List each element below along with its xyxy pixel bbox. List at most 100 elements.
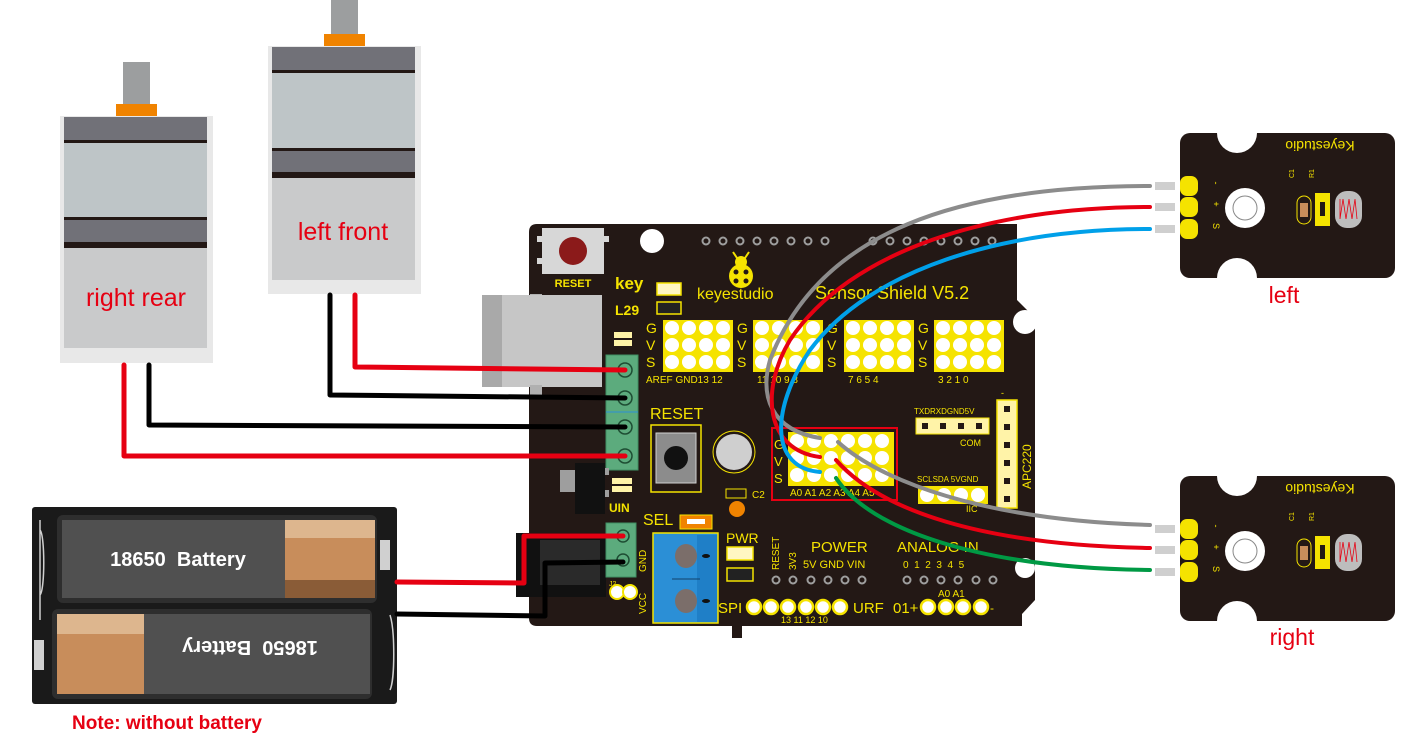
power-terminal-block[interactable]	[605, 522, 637, 578]
gvs-row-label: S	[918, 354, 927, 370]
sensor-pin	[1180, 176, 1198, 196]
header-pin	[789, 338, 803, 352]
wire-red-left-front	[352, 292, 628, 373]
battery-note: Note: without battery	[72, 713, 262, 734]
header-pin	[716, 321, 730, 335]
header-pin	[970, 338, 984, 352]
reset-small-label: RESET	[555, 278, 592, 290]
header-pin	[846, 321, 860, 335]
blue-screw-terminal[interactable]	[652, 532, 719, 624]
iic-label: IIC	[966, 504, 978, 514]
motor-shaft	[123, 62, 150, 107]
power-title: POWER	[811, 539, 868, 556]
com-header	[915, 417, 990, 435]
sensor-brand: Keyestudio	[1285, 138, 1354, 154]
sensor-pin-lead	[1155, 203, 1175, 211]
header-pin	[970, 355, 984, 369]
sensor-pin	[1180, 519, 1198, 539]
wire-gray-left-sensor	[764, 184, 1152, 440]
header-pin	[682, 338, 696, 352]
header-pin	[953, 338, 967, 352]
sensor-pin	[1180, 197, 1198, 217]
header-pin	[682, 321, 696, 335]
analog-header	[902, 575, 998, 585]
digital-pin-labels: 11 10 9 8	[757, 375, 798, 386]
power-pins-label: 5V GND VIN	[803, 559, 865, 571]
header-pin	[875, 451, 889, 465]
motor-left-front: left front	[268, 0, 421, 294]
uin-label: UIN	[609, 501, 630, 515]
sensor-brand: Keyestudio	[1285, 481, 1354, 497]
gvs-row-label: S	[827, 354, 836, 370]
wire-red-right-sensor	[834, 458, 1152, 550]
header-pin	[897, 355, 911, 369]
sensor-pin-label: S	[1211, 223, 1221, 229]
brand-label: keyestudio	[697, 286, 774, 303]
spi-pins-label: 13 11 12 10	[781, 615, 828, 625]
capacitor	[712, 430, 756, 474]
bt-pins-label: A0 A1	[938, 589, 965, 600]
wire-red-battery	[394, 533, 626, 586]
header-pin	[880, 321, 894, 335]
header-pin	[790, 434, 804, 448]
photoresistor-icon	[1335, 191, 1362, 228]
sensor-pin-label: +	[1211, 544, 1221, 549]
bt-minus: -	[990, 601, 994, 615]
sensor-led	[1225, 531, 1265, 571]
wires	[121, 184, 1152, 619]
sensor-pin	[1180, 540, 1198, 560]
battery-holder: 18650 Battery 18650 Battery	[32, 507, 397, 704]
vcc-label: VCC	[638, 593, 649, 614]
header-pin	[716, 355, 730, 369]
sensor-pin-lead	[1155, 182, 1175, 190]
header-pin	[863, 338, 877, 352]
sensor-pin-lead	[1155, 225, 1175, 233]
reset-button[interactable]: RESET	[650, 406, 704, 493]
partial-brand-label: key	[615, 274, 644, 293]
wire-red-left-sensor	[769, 205, 1152, 459]
sensor-pin-label: -	[1211, 182, 1221, 185]
urf-label: URF	[853, 600, 884, 617]
mounting-hole	[640, 229, 664, 253]
reset-switch-small[interactable]: RESET	[537, 228, 609, 290]
board-name: Sensor Shield V5.2	[815, 283, 969, 303]
partial-chip-label: L29	[615, 302, 639, 318]
header-pin	[824, 434, 838, 448]
sensor-pin	[1180, 562, 1198, 582]
iic-pins-label: SCLSDA 5VGND	[917, 475, 979, 484]
r1-label: R1	[1309, 169, 1316, 178]
power-pin-3v3: 3V3	[788, 552, 799, 570]
header-pin	[824, 451, 838, 465]
header-pin	[875, 434, 889, 448]
gvs-row-label: V	[737, 337, 747, 353]
digital-pin-labels: 3 2 1 0	[938, 375, 969, 386]
sensor-pin-lead	[1155, 546, 1175, 554]
battery-label: 18650 Battery	[110, 549, 247, 571]
top-header-left	[701, 236, 830, 246]
reset-label: RESET	[650, 406, 704, 423]
sensor-label-right: right	[1270, 624, 1315, 650]
keyestudio-logo-icon	[729, 251, 753, 288]
header-pin	[858, 434, 872, 448]
header-pin	[699, 338, 713, 352]
gvs-row-label: G	[737, 320, 748, 336]
sensor-pin-lead	[1155, 568, 1175, 576]
r1-label: R1	[1309, 512, 1316, 521]
header-pin	[953, 355, 967, 369]
pwr-led	[726, 546, 754, 561]
header-pin	[987, 321, 1001, 335]
svg-text:G: G	[774, 437, 784, 452]
gvs-row-label: S	[646, 354, 655, 370]
header-pin	[755, 338, 769, 352]
sensor-pin	[1180, 219, 1198, 239]
svg-text:V: V	[774, 454, 783, 469]
header-pin	[755, 321, 769, 335]
spi-label: SPI	[718, 600, 742, 617]
header-pin	[806, 355, 820, 369]
analog-header-label: A0 A1 A2 A3 A4 A5	[790, 488, 875, 499]
header-pin	[863, 321, 877, 335]
